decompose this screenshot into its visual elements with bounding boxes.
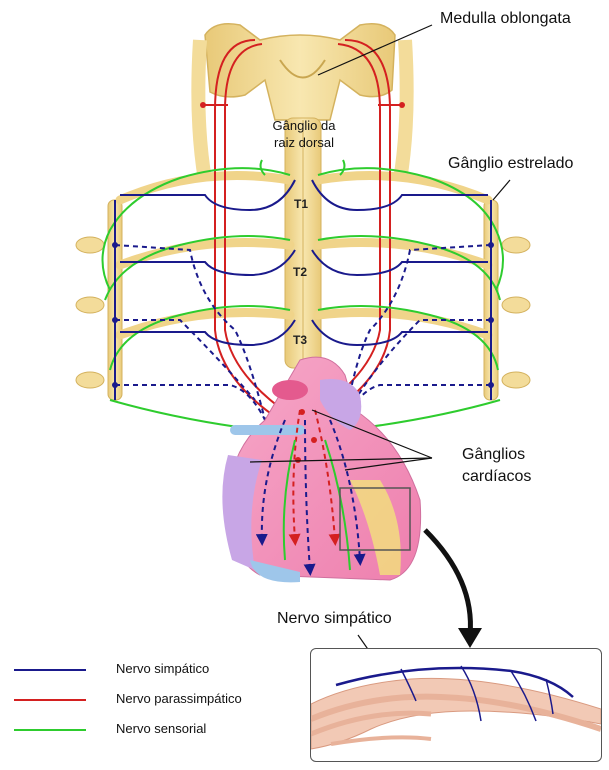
legend-label-sympathetic: Nervo simpático: [116, 661, 209, 676]
legend-label-sensory: Nervo sensorial: [116, 721, 206, 736]
legend-label-parasympathetic: Nervo parassimpático: [116, 691, 242, 706]
label-t2: T2: [293, 265, 307, 279]
inset-illustration: [311, 649, 601, 761]
legend-swatch-sensory: [14, 729, 86, 731]
label-medulla: Medulla oblongata: [440, 10, 571, 28]
zoom-arrow: [425, 530, 470, 635]
legend-item-sensory: Nervo sensorial: [14, 720, 304, 740]
label-dorsal-root-2: raiz dorsal: [254, 135, 354, 150]
label-cardiac-1: Gânglios: [462, 446, 525, 464]
label-dorsal-root-1: Gânglio da: [254, 118, 354, 133]
legend-item-parasympathetic: Nervo parassimpático: [14, 690, 304, 710]
label-stellate: Gânglio estrelado: [448, 155, 573, 173]
inset-magnified-view: [310, 648, 602, 762]
legend-swatch-parasympathetic: [14, 699, 86, 701]
legend-swatch-sympathetic: [14, 669, 86, 671]
label-sympathetic-nerve: Nervo simpático: [277, 610, 392, 628]
label-t3: T3: [293, 333, 307, 347]
heart: [222, 357, 420, 582]
label-cardiac-2: cardíacos: [462, 468, 531, 486]
label-t1: T1: [294, 197, 308, 211]
legend-item-sympathetic: Nervo simpático: [14, 660, 304, 680]
